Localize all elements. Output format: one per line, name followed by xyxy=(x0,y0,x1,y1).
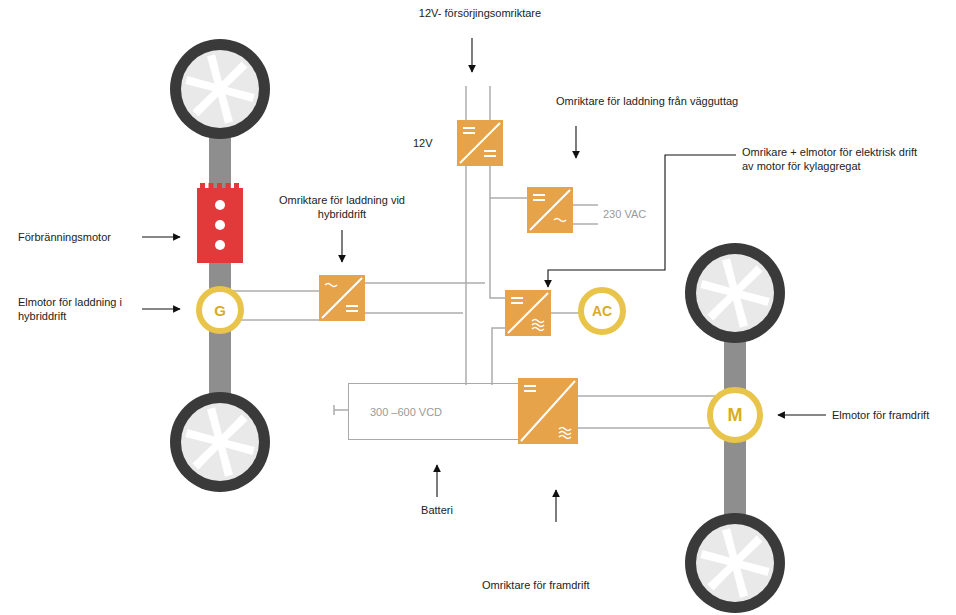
wire xyxy=(465,166,467,385)
dc-symbol xyxy=(484,151,496,156)
hub xyxy=(730,288,740,298)
wheel xyxy=(685,243,785,343)
leader-arrow xyxy=(575,126,576,158)
converter-diagonal xyxy=(530,190,570,230)
ac-symbol xyxy=(532,320,544,331)
converter-box xyxy=(457,120,503,166)
callout-label: Batteri xyxy=(421,503,453,517)
hub xyxy=(730,558,740,568)
wire xyxy=(490,197,527,199)
converter-box xyxy=(518,378,578,444)
hub xyxy=(215,84,225,94)
dc-symbol xyxy=(463,128,475,133)
dc-symbol xyxy=(346,306,358,311)
leader-arrow xyxy=(548,155,736,287)
rim xyxy=(696,254,774,332)
ac-symbol xyxy=(554,219,566,222)
converter xyxy=(457,120,503,166)
circle-ring xyxy=(581,290,623,332)
leader-arrow xyxy=(142,308,180,309)
wheel xyxy=(685,513,785,613)
converter-diagonal xyxy=(508,293,548,333)
circle-ring xyxy=(710,390,760,440)
node-text: G xyxy=(214,302,226,319)
leader-arrow xyxy=(778,414,826,415)
converter xyxy=(518,378,578,444)
circle-ring xyxy=(199,289,241,331)
tire xyxy=(685,243,785,343)
axle xyxy=(209,130,231,405)
leader-arrow xyxy=(142,236,180,237)
battery-box: 300 –600 VCD xyxy=(348,383,520,440)
wire xyxy=(465,86,467,120)
ac-symbol xyxy=(559,428,571,439)
converter xyxy=(319,275,365,321)
callout-label: 12V xyxy=(413,136,433,150)
engine-cylinder xyxy=(215,240,225,250)
wire xyxy=(492,328,505,385)
rim xyxy=(696,524,774,602)
converter xyxy=(505,290,551,336)
wire xyxy=(489,86,491,120)
generator-circle: G xyxy=(196,286,244,334)
wire xyxy=(573,223,598,225)
converter-box xyxy=(505,290,551,336)
leader-arrow xyxy=(436,465,437,497)
wire xyxy=(334,405,349,415)
wheel xyxy=(170,39,270,139)
hub xyxy=(215,437,225,447)
leader-arrow xyxy=(555,490,556,522)
wire xyxy=(578,395,720,397)
callout-label: Elmotor för laddning i hybriddrift xyxy=(18,295,134,323)
dc-symbol xyxy=(511,298,523,303)
converter-box xyxy=(319,275,365,321)
node-text: AC xyxy=(592,303,612,319)
callout-label: Omriktare för laddning från vägguttag xyxy=(556,94,738,108)
wire xyxy=(490,166,505,298)
callout-label: 12V- försörjingsomriktare xyxy=(419,6,541,20)
converter-diagonal xyxy=(460,123,500,163)
engine-cylinder xyxy=(215,220,225,230)
drive-motor-circle: M xyxy=(707,387,763,443)
dc-symbol xyxy=(533,195,545,200)
tire xyxy=(685,513,785,613)
combustion-engine xyxy=(197,183,243,263)
tire xyxy=(170,39,270,139)
converter xyxy=(527,187,573,233)
callout-label: Omriktare för framdrift xyxy=(482,578,590,592)
wire xyxy=(222,290,319,292)
callout-label: Omriktare för laddning vid hybriddrift xyxy=(276,193,408,221)
node-text: 300 –600 VCD xyxy=(370,406,442,418)
converter-box xyxy=(527,187,573,233)
callout-label: 230 VAC xyxy=(603,207,646,221)
leader-arrow xyxy=(341,230,342,262)
tire xyxy=(170,392,270,492)
callout-label: Förbränningsmotor xyxy=(18,230,111,244)
ac-motor-circle: AC xyxy=(578,287,626,335)
node-text: M xyxy=(728,405,743,426)
callout-label: Elmotor för framdrift xyxy=(832,408,929,422)
rim xyxy=(181,403,259,481)
callout-label: Omrikare + elmotor för elektrisk drift a… xyxy=(742,145,924,173)
wire xyxy=(573,204,598,206)
converter-diagonal xyxy=(521,381,575,441)
dc-symbol xyxy=(524,386,536,391)
wire xyxy=(365,282,485,284)
engine-cylinder xyxy=(215,200,225,210)
wheel xyxy=(170,392,270,492)
leader-arrow xyxy=(471,38,472,72)
wire xyxy=(365,312,463,314)
ac-symbol xyxy=(325,284,337,287)
rim xyxy=(181,50,259,128)
engine-block xyxy=(197,188,243,263)
converter-diagonal xyxy=(322,278,362,318)
wire xyxy=(578,427,720,429)
